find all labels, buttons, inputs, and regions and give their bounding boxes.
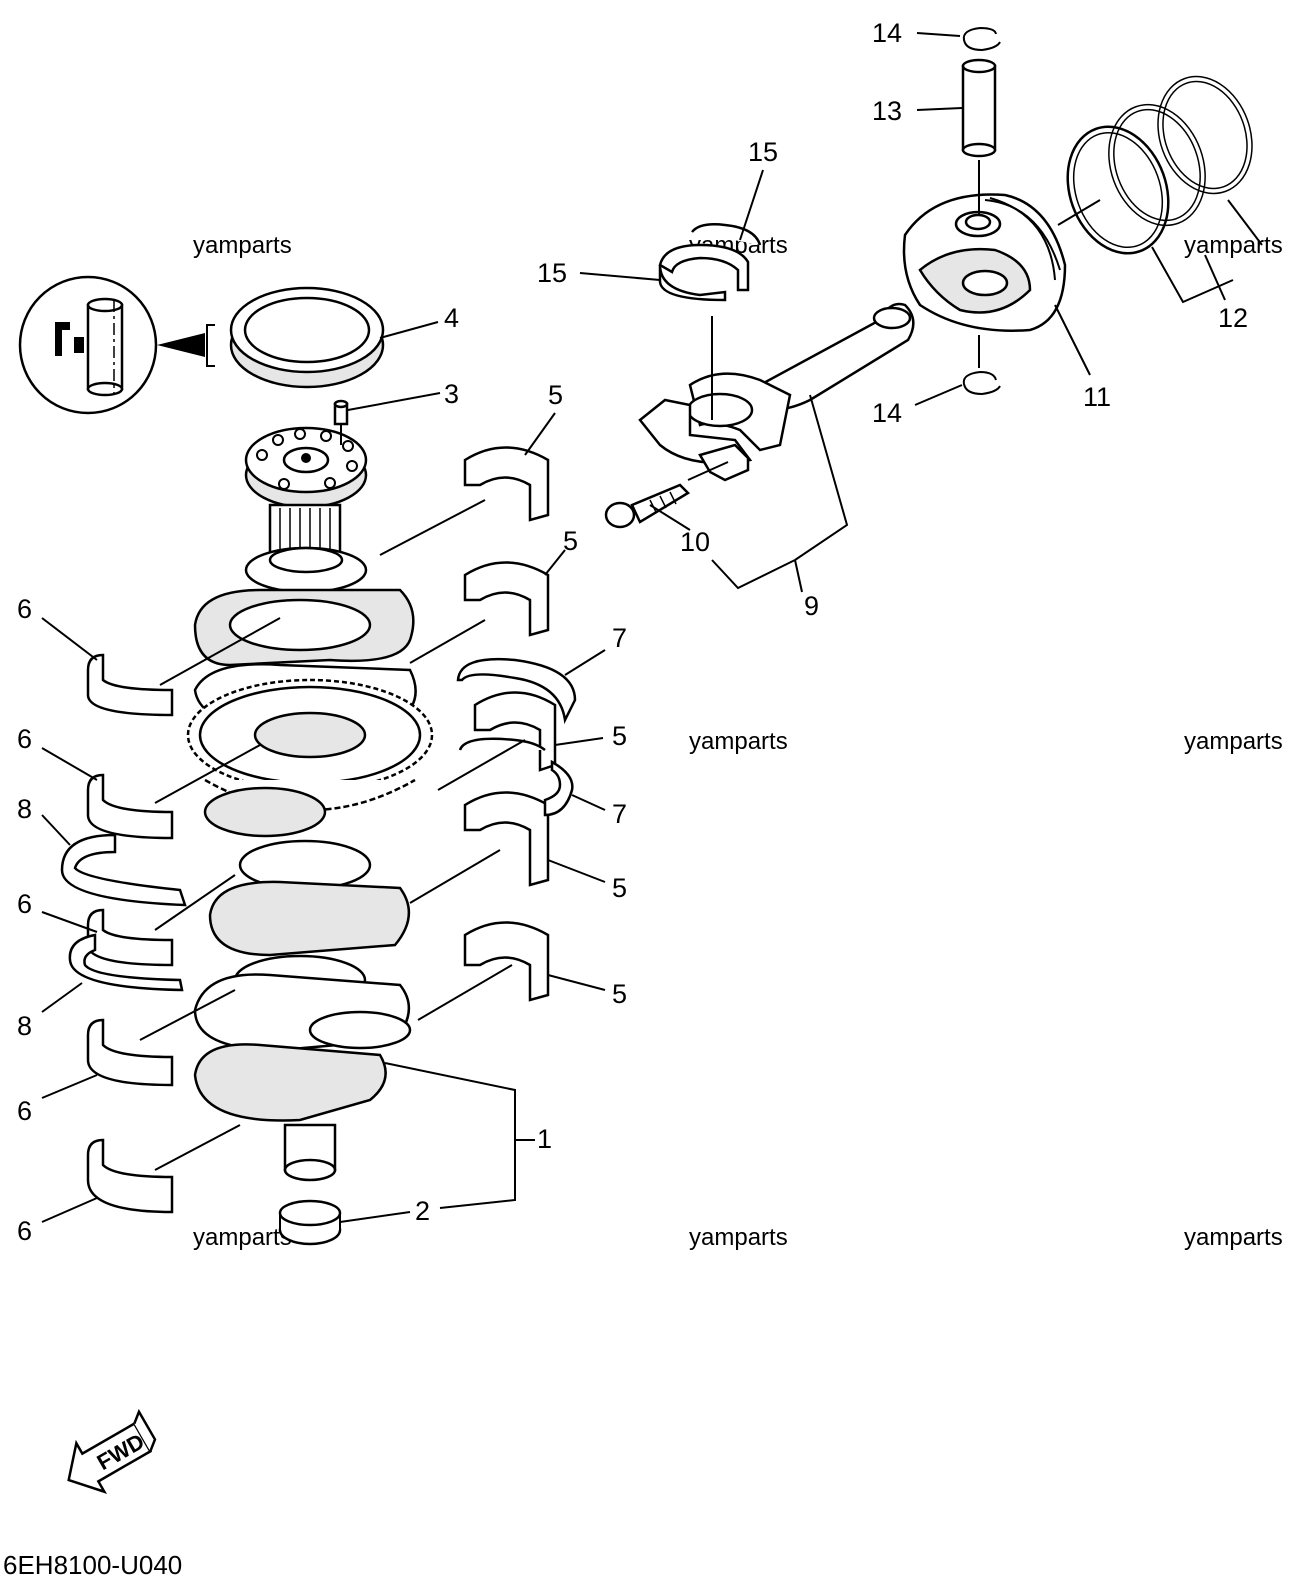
callout-11: 11 [1083, 382, 1111, 412]
callout-6: 6 [17, 594, 32, 624]
callout-6: 6 [17, 889, 32, 919]
watermark-text: yamparts [193, 1224, 292, 1251]
diagram-code: 6EH8100-U040 [3, 1550, 182, 1580]
callout-5: 5 [612, 979, 627, 1009]
sleeve [278, 1199, 342, 1246]
watermark-text: yamparts [689, 1224, 788, 1251]
oil-seal [229, 286, 385, 389]
callout-6: 6 [17, 1216, 32, 1246]
watermark-text: yamparts [1184, 728, 1283, 755]
watermark-text: yamparts [1184, 232, 1283, 259]
callout-14: 14 [872, 18, 902, 48]
callout-7: 7 [612, 799, 627, 829]
callout-12: 12 [1218, 303, 1248, 333]
watermark-text: yamparts [689, 728, 788, 755]
callout-15: 15 [748, 137, 778, 167]
circlips [962, 26, 1001, 396]
piston-rings [1066, 75, 1253, 255]
callout-14: 14 [872, 398, 902, 428]
callout-8: 8 [17, 1011, 32, 1041]
conrod-bearings [658, 223, 762, 302]
callout-5: 5 [548, 380, 563, 410]
callout-5: 5 [563, 526, 578, 556]
fwd-arrow: FWD [67, 1408, 157, 1494]
watermark-text: yamparts [193, 232, 292, 259]
callout-1: 1 [537, 1124, 552, 1154]
callout-9: 9 [804, 591, 819, 621]
callout-3: 3 [444, 379, 459, 409]
dowel-pin [333, 399, 349, 426]
connecting-rod [638, 302, 915, 482]
callout-6: 6 [17, 724, 32, 754]
callout-5: 5 [612, 873, 627, 903]
callout-4: 4 [444, 303, 459, 333]
callout-labels: 14 13 15 15 12 11 14 4 3 5 5 5 5 5 7 7 1… [17, 18, 1248, 1246]
piston-pin [961, 58, 997, 158]
callout-5: 5 [612, 721, 627, 751]
callout-10: 10 [680, 527, 710, 557]
callout-15: 15 [537, 258, 567, 288]
thrust-bearings-left [60, 833, 187, 992]
seal-detail-inset [18, 275, 215, 415]
watermark-text: yamparts [1184, 1224, 1283, 1251]
callout-13: 13 [872, 96, 902, 126]
callout-8: 8 [17, 794, 32, 824]
thrust-washers [456, 658, 577, 817]
piston [902, 193, 1067, 332]
main-bearings-right [463, 446, 557, 1002]
main-bearings-left [86, 653, 174, 1214]
callout-7: 7 [612, 623, 627, 653]
callout-2: 2 [415, 1196, 430, 1226]
crankshaft [186, 426, 434, 1182]
callout-6: 6 [17, 1096, 32, 1126]
leader-lines [41, 32, 1263, 1223]
